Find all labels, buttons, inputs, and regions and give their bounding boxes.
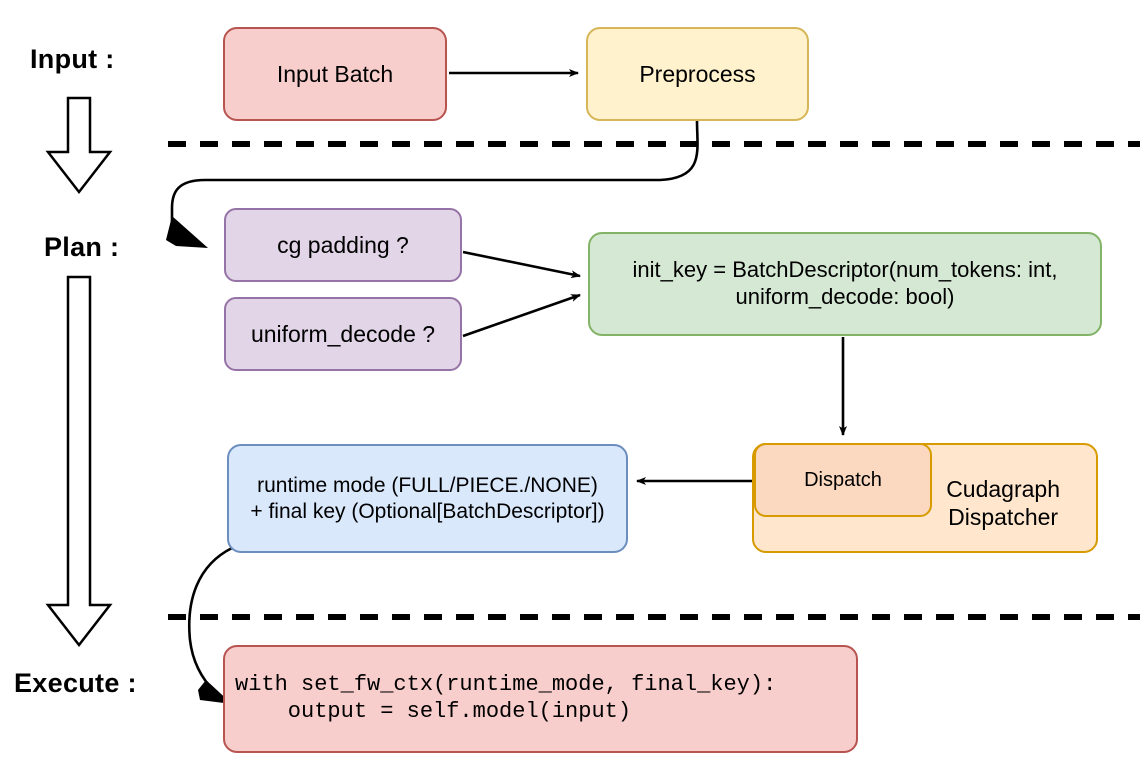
node-cg-padding[interactable]: cg padding ?	[224, 208, 462, 282]
node-uniform-decode-label: uniform_decode ?	[250, 320, 436, 347]
node-preprocess-label: Preprocess	[639, 60, 756, 87]
node-dispatch[interactable]: Dispatch	[754, 443, 932, 517]
node-preprocess[interactable]: Preprocess	[586, 27, 809, 121]
stage-label-input: Input :	[30, 44, 115, 74]
node-uniform-decode[interactable]: uniform_decode ?	[224, 297, 462, 371]
arrow-preprocess-to-cg-padding-head	[166, 216, 208, 248]
block-arrow-plan-to-execute	[45, 275, 113, 648]
node-input-batch-label: Input Batch	[276, 60, 394, 87]
block-arrow-input-to-plan	[45, 96, 113, 195]
node-init-key[interactable]: init_key = BatchDescriptor(num_tokens: i…	[588, 232, 1102, 336]
node-cudagraph-dispatcher-label: Cudagraph Dispatcher	[946, 475, 1060, 530]
node-execute-code-label: with set_fw_ctx(runtime_mode, final_key)…	[235, 672, 777, 724]
node-input-batch[interactable]: Input Batch	[223, 27, 447, 121]
node-cg-padding-label: cg padding ?	[277, 231, 409, 258]
node-init-key-label: init_key = BatchDescriptor(num_tokens: i…	[632, 257, 1058, 309]
node-runtime-mode-label: runtime mode (FULL/PIECE./NONE) + final …	[250, 473, 605, 523]
arrow-cg-padding-to-init-key	[462, 250, 581, 279]
arrow-preprocess-to-cg-padding	[170, 120, 699, 222]
stage-label-plan: Plan :	[44, 232, 120, 262]
stage-label-execute: Execute :	[14, 668, 137, 698]
arrow-uniform-decode-to-init-key	[462, 293, 581, 338]
node-runtime-mode[interactable]: runtime mode (FULL/PIECE./NONE) + final …	[227, 444, 628, 553]
node-dispatch-label: Dispatch	[804, 468, 882, 491]
node-execute-code[interactable]: with set_fw_ctx(runtime_mode, final_key)…	[223, 645, 858, 753]
